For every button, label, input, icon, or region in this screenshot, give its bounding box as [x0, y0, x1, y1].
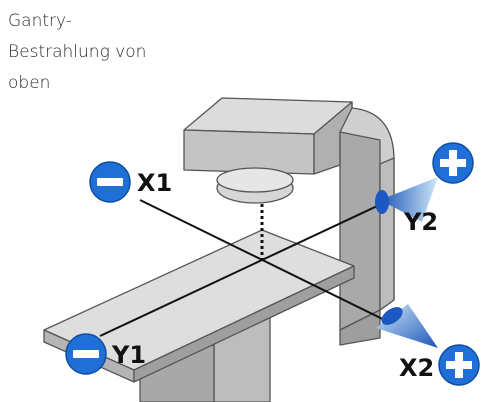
minus-icon: [65, 333, 107, 375]
minus-icon: [89, 161, 131, 203]
caption-line-3: oben: [8, 73, 51, 93]
x-axis-line: [139, 199, 406, 331]
caption-line-1: Gantry-: [8, 11, 72, 31]
caption-line-2: Bestrahlung von: [8, 42, 147, 62]
axis-label-x2: X2: [399, 354, 434, 382]
axis-label-y1: Y1: [111, 341, 146, 369]
plus-icon: [432, 142, 474, 184]
caption: Gantry- Bestrahlung von oben: [8, 6, 208, 99]
axis-label-y2: Y2: [403, 208, 438, 236]
y-axis-line: [99, 199, 391, 337]
axis-label-x1: X1: [137, 169, 172, 197]
plus-icon: [438, 344, 480, 386]
x2-arrow-cone: [376, 304, 438, 348]
y2-arrow-cone: [375, 177, 438, 222]
